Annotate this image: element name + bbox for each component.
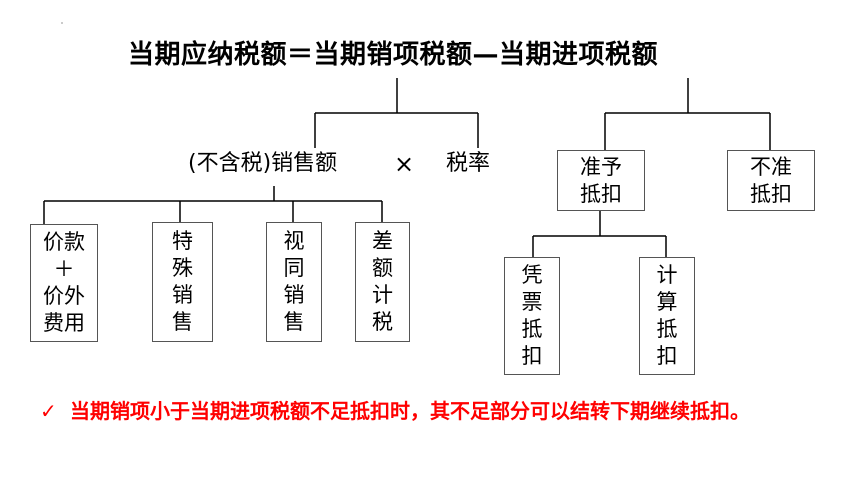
calculated-deduction-box: 计 算 抵 扣	[639, 257, 695, 375]
non-deductible-box: 不准 抵扣	[727, 150, 815, 211]
invoice-deduction-box: 凭 票 抵 扣	[504, 257, 560, 375]
check-icon: ✓	[40, 399, 57, 423]
formula-title: 当期应纳税额＝当期销项税额—当期进项税额	[128, 40, 659, 70]
differential-taxation-box: 差 额 计 税	[355, 222, 410, 342]
note-text: 当期销项小于当期进项税额不足抵扣时，其不足部分可以结转下期继续抵扣。	[70, 399, 750, 423]
price-plus-extra-fees-box: 价款 ＋ 价外 费用	[30, 224, 98, 342]
tax-rate-label: 税率	[446, 151, 491, 176]
deemed-sales-box: 视 同 销 售	[266, 222, 322, 342]
sales-amount-label: (不含税)销售额	[188, 151, 338, 176]
multiply-sign: ×	[394, 150, 415, 178]
special-sales-box: 特 殊 销 售	[152, 222, 213, 342]
deductible-box: 准予 抵扣	[557, 150, 645, 211]
decorative-dot	[61, 22, 63, 24]
